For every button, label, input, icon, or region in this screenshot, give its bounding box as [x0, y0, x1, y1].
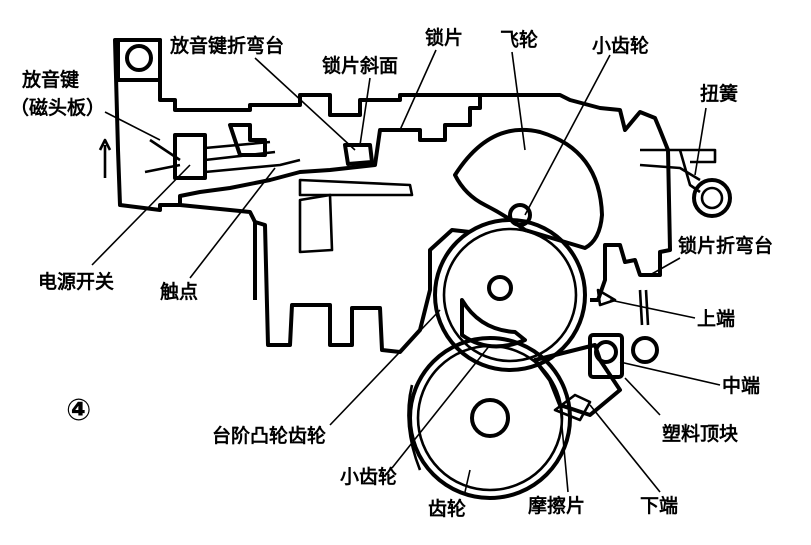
label-middle-end: 中端	[722, 374, 760, 397]
step-cam-gear-inner	[442, 227, 578, 363]
step-cam-hub	[487, 275, 513, 301]
corner-hole	[125, 44, 153, 72]
bottom-gear	[408, 336, 572, 500]
label-step-cam-gear: 台阶凸轮齿轮	[212, 424, 326, 447]
arrow-left	[98, 138, 112, 178]
torsion-spring-arm	[678, 149, 701, 194]
label-small-gear-bottom: 小齿轮	[340, 465, 397, 488]
contact-springs	[144, 138, 301, 174]
plastic-block-hole	[594, 340, 618, 364]
torsion-spring-coil-inner	[700, 186, 724, 210]
flywheel	[453, 127, 604, 250]
label-lock-bend: 锁片折弯台	[678, 234, 773, 257]
corner-bracket	[116, 38, 162, 82]
lower-plate-outline	[254, 220, 471, 354]
plastic-block	[588, 333, 624, 379]
label-friction-plate: 摩擦片	[528, 494, 585, 517]
label-power-switch: 电源开关	[38, 270, 114, 293]
bottom-gear-hub	[470, 398, 510, 438]
figure-number: ④	[66, 393, 91, 428]
bottom-gear-arc-left	[407, 384, 422, 471]
label-upper-end: 上端	[697, 307, 735, 330]
label-contact: 触点	[160, 280, 198, 303]
label-play-key-bend: 放音键折弯台	[169, 34, 284, 57]
label-play-key-sub: （磁头板）	[10, 96, 105, 119]
label-plastic-block: 塑料顶块	[662, 422, 739, 445]
switch-block	[173, 133, 207, 180]
flywheel-hub	[508, 203, 532, 227]
key-bend-tab	[228, 123, 267, 157]
friction-plate-lower	[553, 393, 592, 422]
label-gear: 齿轮	[428, 497, 466, 520]
upper-end-tab	[596, 288, 617, 307]
label-lower-end: 下端	[640, 494, 678, 517]
plate-mid-edge	[298, 193, 334, 254]
leader-lines	[91, 49, 721, 493]
right-plate-outline	[480, 93, 672, 302]
pivot-circle	[631, 336, 659, 364]
main-plate-outline	[113, 38, 482, 212]
right-bracket	[639, 148, 717, 182]
step-cam-gear	[433, 218, 587, 372]
label-torsion-spring: 扭簧	[700, 82, 738, 105]
torsion-spring-coil	[692, 178, 732, 218]
label-lock-plate: 锁片	[425, 26, 463, 49]
plate-slot	[298, 178, 414, 197]
label-small-gear-top: 小齿轮	[592, 34, 649, 57]
step-cam-notch	[460, 298, 527, 349]
lock-slope-block	[343, 143, 374, 166]
friction-plate	[533, 343, 622, 417]
label-lock-slope: 锁片斜面	[322, 54, 398, 77]
label-play-key: 放音键	[21, 68, 79, 91]
plate-lower-edge	[179, 203, 257, 300]
label-flywheel: 飞轮	[500, 28, 538, 51]
